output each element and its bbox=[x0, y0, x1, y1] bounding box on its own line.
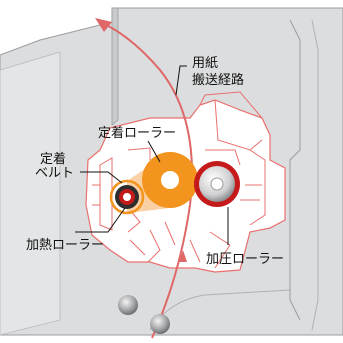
leader-fixing-belt bbox=[80, 171, 123, 184]
leader-paper-path bbox=[175, 65, 187, 96]
label-paper-path-line2: 搬送経路 bbox=[192, 73, 245, 88]
label-fixing-belt-line1: 定着 bbox=[40, 152, 67, 167]
housing-panel-left bbox=[0, 51, 61, 336]
paper-path-line bbox=[99, 21, 193, 339]
label-pressure-roller: 加圧ローラー bbox=[206, 252, 285, 267]
fuser-frame-detail-inner bbox=[127, 147, 241, 233]
fuser-frame-detail-bottom bbox=[129, 221, 231, 269]
label-fixing-roller: 定着ローラー bbox=[98, 126, 177, 141]
fuser-frame-detail-top bbox=[199, 91, 263, 151]
label-paper-path-line1: 用紙 bbox=[192, 56, 219, 71]
leader-heating-roller bbox=[75, 207, 126, 233]
fixing-roller-core bbox=[161, 171, 179, 189]
pressure-roller-hub bbox=[210, 177, 224, 191]
housing-edge-right-2 bbox=[311, 19, 319, 331]
heating-roller-belt-ring bbox=[109, 179, 145, 215]
feed-ball-upper bbox=[118, 295, 138, 315]
label-heating-roller: 加熱ローラー bbox=[26, 238, 105, 253]
fuser-frame-detail-right bbox=[240, 149, 266, 226]
leader-fixing-roller bbox=[147, 140, 161, 163]
fuser-frame-detail-left bbox=[92, 157, 113, 231]
paper-path-arrow-top bbox=[95, 18, 112, 32]
housing-top-plate bbox=[111, 7, 119, 126]
paper-path-arrow-mid bbox=[179, 250, 187, 262]
heating-roller-hub bbox=[123, 193, 131, 201]
label-fixing-belt-line2: ベルト bbox=[35, 166, 75, 181]
housing-edge-right bbox=[289, 19, 301, 321]
feed-ball-lower bbox=[150, 314, 170, 334]
